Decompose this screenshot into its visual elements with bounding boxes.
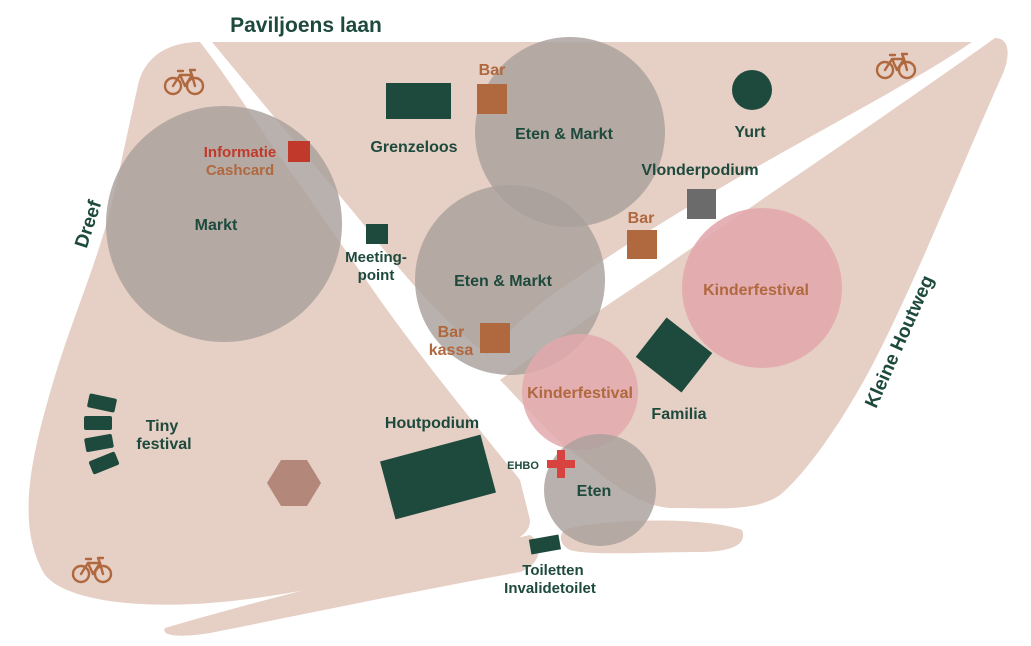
toiletten-label: Toiletten <box>522 562 583 579</box>
toilets-block[interactable] <box>528 534 561 555</box>
bar-kassa-label-2: kassa <box>429 342 474 359</box>
tiny-festival-label-1: Tiny <box>146 418 179 435</box>
grenzeloos-block[interactable] <box>386 83 451 119</box>
bar-kassa-label-1: Bar <box>438 324 465 341</box>
familia-label: Familia <box>651 406 706 423</box>
eten-label: Eten <box>577 483 612 500</box>
invalidetoilet-label: Invalidetoilet <box>504 580 596 597</box>
tiny-festival-tents[interactable] <box>84 393 120 475</box>
structures <box>84 70 772 555</box>
bar-top-label: Bar <box>479 62 506 79</box>
kinderfestival-center-label: Kinderfestival <box>527 385 633 402</box>
houtpodium-block[interactable] <box>380 434 496 520</box>
grenzeloos-label: Grenzeloos <box>370 139 457 156</box>
kinderfestival-right-zone[interactable] <box>682 208 842 368</box>
kinderfestival-right-label: Kinderfestival <box>703 282 809 299</box>
eten-markt-center-label: Eten & Markt <box>454 273 552 290</box>
meetingpoint-label-1: Meeting- <box>345 249 407 266</box>
vlonderpodium-block[interactable] <box>687 189 716 219</box>
bar-right-block[interactable] <box>627 230 657 259</box>
markt-zone[interactable] <box>106 106 342 342</box>
bar-top-block[interactable] <box>477 84 507 114</box>
familia-block[interactable] <box>635 317 713 393</box>
tiny-festival-label-2: festival <box>136 436 191 453</box>
street-top-label: Paviljoens laan <box>230 14 382 37</box>
yurt-block[interactable] <box>732 70 772 110</box>
meetingpoint-block[interactable] <box>366 224 388 244</box>
bar-right-label: Bar <box>628 210 655 227</box>
eten-markt-center-zone[interactable] <box>415 185 605 375</box>
kinderfestival-center-zone[interactable] <box>522 334 638 450</box>
ehbo-label: EHBO <box>507 460 539 472</box>
informatie-block[interactable] <box>288 141 310 162</box>
first-aid-cross-icon <box>547 450 575 478</box>
informatie-label: Informatie <box>204 144 277 161</box>
meetingpoint-label-2: point <box>358 267 395 284</box>
vlonderpodium-label: Vlonderpodium <box>641 162 758 179</box>
hexagon-block[interactable] <box>267 460 321 506</box>
yurt-label: Yurt <box>734 124 766 141</box>
bar-kassa-block[interactable] <box>480 323 510 353</box>
ground-bottom-strip <box>164 535 539 636</box>
eten-markt-top-label: Eten & Markt <box>515 126 613 143</box>
zones <box>106 37 842 546</box>
houtpodium-label: Houtpodium <box>385 415 479 432</box>
markt-label: Markt <box>195 217 238 234</box>
cashcard-label: Cashcard <box>206 162 274 179</box>
eten-markt-top-zone[interactable] <box>475 37 665 227</box>
